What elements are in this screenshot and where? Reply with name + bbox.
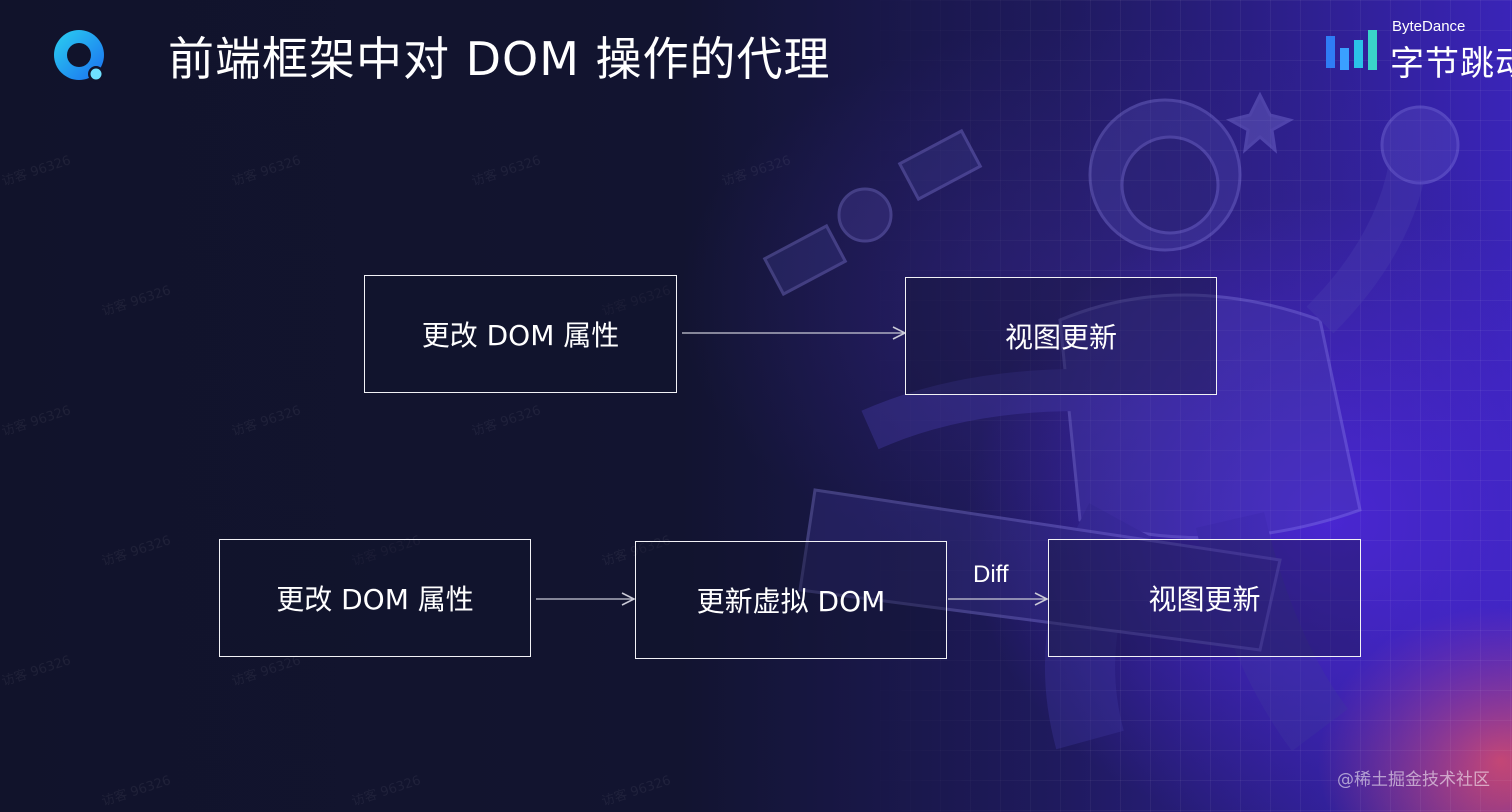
watermark: 访客 96326 xyxy=(100,773,173,810)
node-label: 视图更新 xyxy=(1148,583,1261,616)
node-label: 更新虚拟 DOM xyxy=(696,585,886,618)
watermark: 访客 96326 xyxy=(230,153,303,190)
node-flow2-change-dom: 更改 DOM 属性 xyxy=(219,539,531,657)
watermark: 访客 96326 xyxy=(230,403,303,440)
watermark: 访客 96326 xyxy=(600,773,673,810)
brand-name-en: ByteDance xyxy=(1392,18,1466,35)
brand-name-cn: 字节跳动 xyxy=(1390,44,1512,84)
watermark: 访客 96326 xyxy=(100,533,173,570)
footer-credit: @稀土掘金技术社区 xyxy=(1337,770,1490,790)
q-logo-icon xyxy=(54,30,104,82)
edge-label-diff: Diff xyxy=(973,561,1009,588)
watermark: 访客 96326 xyxy=(0,403,73,440)
watermark: 访客 96326 xyxy=(100,283,173,320)
node-label: 更改 DOM 属性 xyxy=(276,583,474,616)
watermark: 访客 96326 xyxy=(0,153,73,190)
page-title: 前端框架中对 DOM 操作的代理 xyxy=(168,32,831,86)
watermark: 访客 96326 xyxy=(0,653,73,690)
node-flow2-update-virtual-dom: 更新虚拟 DOM xyxy=(635,541,947,659)
node-flow2-view-update: 视图更新 xyxy=(1048,539,1361,657)
watermark: 访客 96326 xyxy=(720,153,793,190)
node-label: 更改 DOM 属性 xyxy=(421,319,620,352)
bar-chart-brand-icon xyxy=(1326,30,1377,70)
watermark: 访客 96326 xyxy=(470,153,543,190)
node-flow1-view-update: 视图更新 xyxy=(905,277,1217,395)
watermark: 访客 96326 xyxy=(470,403,543,440)
watermark: 访客 96326 xyxy=(350,773,423,810)
node-flow1-change-dom: 更改 DOM 属性 xyxy=(364,275,677,393)
node-label: 视图更新 xyxy=(1004,321,1117,354)
background-grid xyxy=(850,0,1512,812)
